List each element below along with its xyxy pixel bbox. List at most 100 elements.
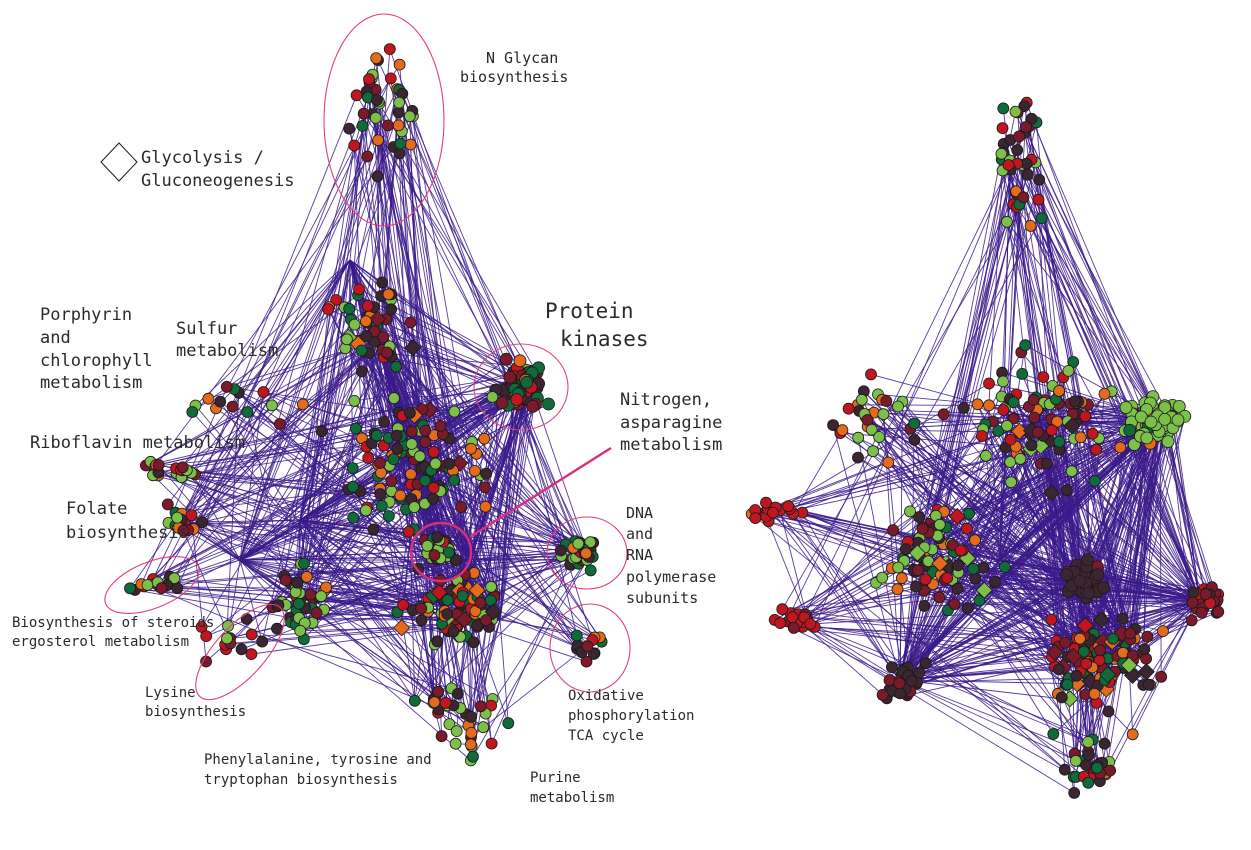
right-edge [792,429,843,515]
right-node [1078,645,1090,658]
right-node [997,102,1010,115]
left-edge [167,259,351,505]
left-edge [491,543,579,744]
right-edge [960,419,1161,551]
right-node [1082,586,1095,600]
left-node [403,406,416,419]
right-node [876,689,889,701]
left-edge [413,506,471,561]
right-node [1065,465,1078,478]
label-n-glycan-1: N Glycan [486,49,558,67]
left-node [485,737,498,750]
lysine-outline [195,603,285,701]
left-edge [520,396,578,636]
left-node [235,643,248,656]
right-edge [899,679,1077,778]
right-node [865,423,878,436]
right-node [1013,130,1025,143]
left-node [467,750,479,763]
right-edge [870,373,1041,421]
left-node [372,134,385,147]
left-node [526,399,540,413]
left-node [415,614,428,627]
left-node [513,354,527,368]
right-node [919,657,932,670]
left-node [405,425,418,438]
right-edge [943,122,1037,512]
right-edge [1003,152,1131,634]
right-edge [878,436,1192,621]
right-edge [1010,169,1142,436]
left-node [479,481,491,494]
left-edge [363,113,539,384]
left-edge [289,519,301,618]
n-glycan-outline [323,13,445,227]
left-edge [181,519,579,545]
right-node [916,523,929,535]
right-node [1199,588,1212,601]
left-node [502,717,515,730]
right-node [996,122,1009,135]
right-node [767,506,779,519]
left-node [520,375,534,389]
right-edge [765,419,1041,517]
left-edge [239,543,566,561]
left-node [141,579,154,591]
right-node [804,618,817,630]
left-node [429,457,442,470]
left-edge [298,617,465,620]
left-node [486,391,499,403]
right-diamond-node [1120,656,1138,674]
right-node [1002,159,1015,171]
left-network-panel [124,43,608,767]
right-node [905,675,918,687]
left-node [394,137,407,150]
label-dna-5: subunits [626,589,698,607]
left-edge [154,468,438,538]
left-edge [219,101,380,402]
left-edge [191,347,346,474]
left-node [310,607,323,619]
left-edge [129,587,282,603]
right-node [836,424,849,437]
left-node [124,582,136,595]
left-edge [380,295,501,621]
left-node [392,106,405,119]
left-node [371,94,383,106]
right-diamond-node [1010,422,1029,440]
right-edge [1010,439,1131,651]
left-node [584,564,597,577]
left-edge [485,558,588,714]
left-node [581,640,594,653]
right-node [1073,574,1087,588]
right-node [1025,112,1038,125]
right-edge [897,406,1080,580]
right-edge [899,679,1087,766]
left-edge [239,559,296,593]
left-node [353,283,365,296]
left-node [390,360,403,373]
left-node [202,392,215,405]
right-edge [902,401,1081,601]
right-edge [962,430,1160,551]
right-edge [1031,159,1166,408]
right-edge [1159,419,1207,595]
left-edge [303,339,381,640]
nitrogen-pointer [469,446,612,539]
right-edge [952,579,1052,621]
left-edge [348,259,351,309]
right-edge [792,616,1105,745]
left-node [448,405,461,418]
left-edge [499,619,509,724]
right-node [1140,431,1154,445]
right-edge [792,513,900,682]
left-node [404,138,417,151]
right-node [1088,474,1101,487]
right-edge [779,509,808,618]
right-node [1045,424,1058,437]
right-node [1033,173,1046,186]
right-node [1020,121,1032,133]
left-node [375,466,388,479]
right-node [1158,412,1172,426]
